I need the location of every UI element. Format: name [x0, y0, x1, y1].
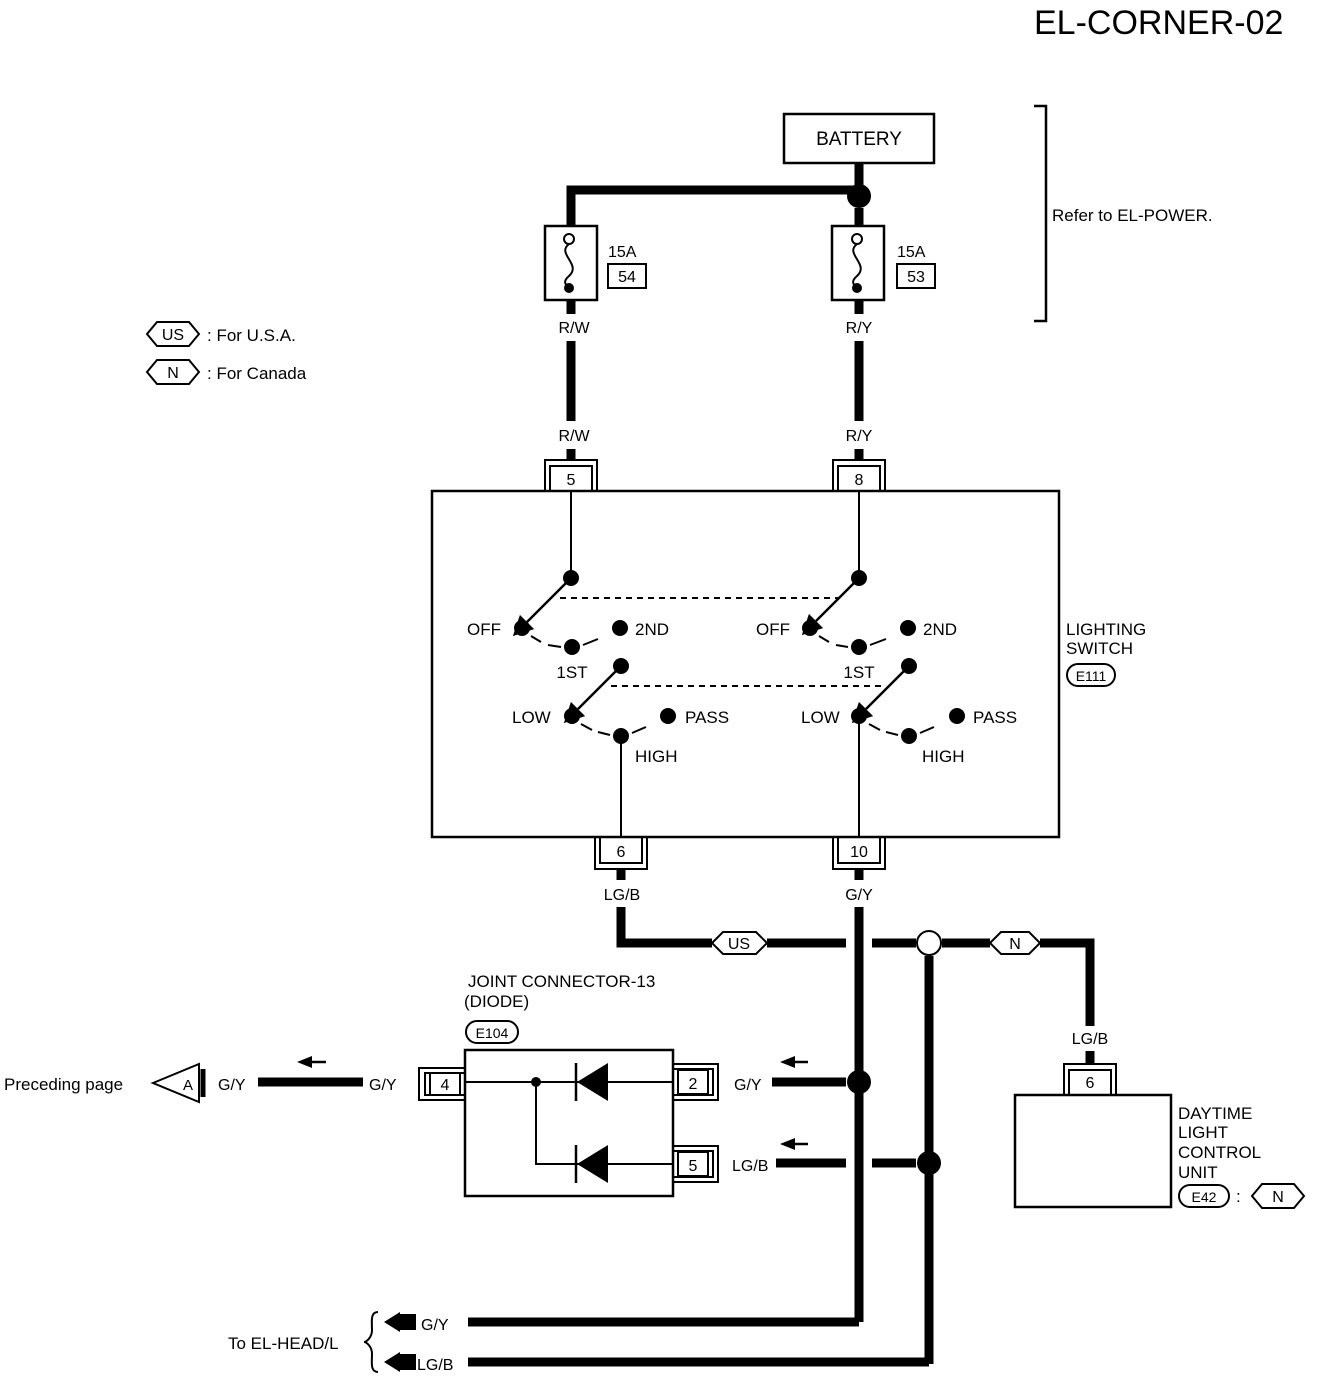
- joint-pin-2: 2: [689, 1076, 698, 1093]
- wire-label-ry-top: R/Y: [846, 320, 873, 337]
- battery-label: BATTERY: [816, 129, 902, 150]
- daytime-line-1: DAYTIME: [1178, 1104, 1252, 1123]
- lgb-splice: [917, 1151, 941, 1175]
- refer-power-text: Refer to EL-POWER.: [1052, 206, 1213, 225]
- to-head-label: To EL-HEAD/L: [228, 1334, 339, 1353]
- left-off-label: OFF: [467, 620, 501, 639]
- to-head-arrow-gy-icon: [384, 1312, 400, 1332]
- joint-connector-name-2: (DIODE): [464, 992, 529, 1011]
- left-low-label: LOW: [512, 708, 551, 727]
- wire-label-rw-top: R/W: [558, 320, 590, 337]
- wire-label-rw-bottom: R/W: [558, 428, 590, 445]
- daytime-n-tag: N: [1272, 1189, 1284, 1206]
- fuse-54-number: 54: [618, 269, 636, 286]
- right-2nd-label: 2ND: [923, 620, 957, 639]
- daytime-pin-6: 6: [1086, 1075, 1095, 1092]
- wire-label-gy-switch: G/Y: [845, 887, 873, 904]
- daytime-line-4: UNIT: [1178, 1163, 1218, 1182]
- preceding-page-label: Preceding page: [4, 1075, 123, 1094]
- daytime-line-2: LIGHT: [1178, 1123, 1228, 1142]
- wire-label-gy-pin2: G/Y: [734, 1077, 762, 1094]
- fuse-54: 15A 54: [543, 224, 647, 302]
- fuse-53-number: 53: [907, 269, 925, 286]
- fuse-53: 15A 53: [830, 224, 936, 302]
- wire-label-lgb-daytime: LG/B: [1072, 1031, 1108, 1048]
- right-high-label: HIGH: [922, 747, 965, 766]
- flow-arrow-pin5-icon: [780, 1138, 795, 1150]
- switch-pin-8: 8: [855, 472, 864, 489]
- legend-n-tag: N: [167, 365, 179, 382]
- right-off-label: OFF: [756, 620, 790, 639]
- joint-pin-4: 4: [441, 1077, 450, 1094]
- left-1st-label: 1ST: [556, 663, 587, 682]
- daytime-line-3: CONTROL: [1178, 1143, 1261, 1162]
- joint-connector-code: E104: [476, 1025, 509, 1041]
- wire-label-lgb-switch: LG/B: [604, 887, 640, 904]
- lighting-switch: 5 8 OFF 2ND 1ST LOW PASS HIGH O: [430, 459, 1146, 870]
- joint-connector-13: JOINT CONNECTOR-13 (DIODE) E104 4 2 5: [418, 972, 719, 1198]
- legend-us-text: : For U.S.A.: [207, 326, 296, 345]
- daytime-colon: :: [1236, 1187, 1241, 1206]
- lighting-switch-connector: E111: [1076, 668, 1107, 684]
- gy-splice: [847, 1070, 871, 1094]
- legend-us-tag: US: [162, 327, 184, 344]
- open-splice: [916, 930, 942, 956]
- lighting-switch-name-2: SWITCH: [1066, 639, 1133, 658]
- battery-splice: [847, 184, 871, 208]
- right-pass-label: PASS: [973, 708, 1017, 727]
- n-route-tag-label: N: [1009, 936, 1021, 953]
- power-bracket: [1034, 104, 1048, 323]
- switch-pin-5: 5: [567, 472, 576, 489]
- fuse-54-rating: 15A: [608, 244, 637, 261]
- wire-label-gy-head: G/Y: [421, 1317, 449, 1334]
- left-2nd-label: 2ND: [635, 620, 669, 639]
- left-pass-label: PASS: [685, 708, 729, 727]
- lighting-switch-name-1: LIGHTING: [1066, 620, 1146, 639]
- legend-n-text: : For Canada: [207, 364, 307, 383]
- daytime-connector: E42: [1192, 1189, 1217, 1205]
- page-title: EL-CORNER-02: [1034, 4, 1283, 42]
- to-head-brace: [363, 1311, 379, 1373]
- diode-top-icon: [577, 1063, 608, 1101]
- flow-arrow-pin4-icon: [297, 1056, 312, 1068]
- joint-connector-name-1: JOINT CONNECTOR-13: [468, 972, 655, 991]
- to-head-arrow-lgb-icon: [384, 1352, 400, 1372]
- preceding-page-tag: [150, 1062, 200, 1104]
- flow-arrow-pin2-icon: [780, 1056, 795, 1068]
- joint-pin-5: 5: [689, 1158, 698, 1175]
- right-low-label: LOW: [801, 708, 840, 727]
- us-route-tag-label: US: [728, 936, 750, 953]
- wire-label-lgb-head: LG/B: [417, 1357, 453, 1374]
- switch-pin-6: 6: [617, 844, 626, 861]
- switch-pin-10: 10: [850, 844, 868, 861]
- wire-label-lgb-pin5: LG/B: [732, 1158, 768, 1175]
- fuse-53-rating: 15A: [897, 244, 926, 261]
- daytime-light-control-unit: 6 DAYTIME LIGHT CONTROL UNIT E42 : N: [1013, 1063, 1306, 1209]
- left-high-label: HIGH: [635, 747, 678, 766]
- wire-label-gy-pin4: G/Y: [369, 1077, 397, 1094]
- diode-bottom-icon: [577, 1145, 608, 1183]
- right-1st-label: 1ST: [843, 663, 874, 682]
- legend: US : For U.S.A. N : For Canada: [145, 321, 307, 385]
- wire-label-ry-bottom: R/Y: [846, 428, 873, 445]
- battery: BATTERY: [782, 112, 936, 165]
- preceding-page-tag-label: A: [183, 1077, 193, 1094]
- wire-label-gy-preceding: G/Y: [218, 1077, 246, 1094]
